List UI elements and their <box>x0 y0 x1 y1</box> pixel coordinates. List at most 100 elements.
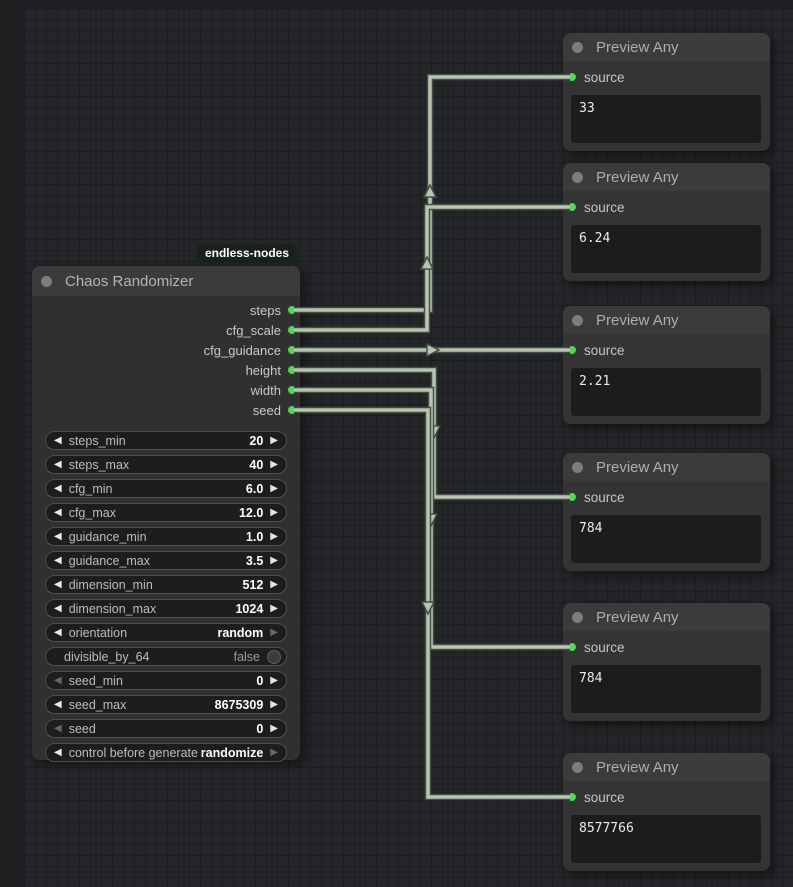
collapse-dot-icon[interactable] <box>572 461 583 473</box>
decrement-arrow-icon[interactable]: ◀ <box>54 434 62 446</box>
input-slot-source[interactable]: source <box>563 783 770 811</box>
output-port-icon[interactable] <box>287 365 297 375</box>
output-slot-cfg-guidance[interactable]: cfg_guidance <box>32 340 300 360</box>
increment-arrow-icon[interactable]: ▶ <box>270 578 278 590</box>
input-slot-source[interactable]: source <box>563 633 770 661</box>
preview-text-output[interactable]: 2.21 <box>571 368 761 416</box>
decrement-arrow-icon[interactable]: ◀ <box>54 602 62 614</box>
preview-any-node-5[interactable]: Preview Any source 784 <box>563 603 770 721</box>
next-option-arrow-icon[interactable]: ▶ <box>270 626 278 638</box>
node-header[interactable]: Preview Any <box>563 753 770 781</box>
collapse-dot-icon[interactable] <box>572 171 583 183</box>
decrement-arrow-icon[interactable]: ◀ <box>54 722 62 734</box>
output-slot-seed[interactable]: seed <box>32 400 300 420</box>
node-title: Preview Any <box>596 311 679 329</box>
output-port-icon[interactable] <box>287 325 297 335</box>
decrement-arrow-icon[interactable]: ◀ <box>54 458 62 470</box>
decrement-arrow-icon[interactable]: ◀ <box>54 506 62 518</box>
toggle-knob-icon[interactable] <box>267 649 281 664</box>
preview-any-node-3[interactable]: Preview Any source 2.21 <box>563 306 770 424</box>
node-header[interactable]: Preview Any <box>563 163 770 191</box>
output-slot-width[interactable]: width <box>32 380 300 400</box>
output-port-icon[interactable] <box>287 305 297 315</box>
increment-arrow-icon[interactable]: ▶ <box>270 482 278 494</box>
preview-text-output[interactable]: 8577766 <box>571 815 761 863</box>
output-slot-steps[interactable]: steps <box>32 300 300 320</box>
increment-arrow-icon[interactable]: ▶ <box>270 698 278 710</box>
collapse-dot-icon[interactable] <box>572 314 583 326</box>
preview-text-output[interactable]: 6.24 <box>571 225 761 273</box>
node-header[interactable]: Preview Any <box>563 603 770 631</box>
input-slot-source[interactable]: source <box>563 193 770 221</box>
preview-text-output[interactable]: 784 <box>571 665 761 713</box>
input-port-icon[interactable] <box>567 792 577 802</box>
increment-arrow-icon[interactable]: ▶ <box>270 458 278 470</box>
output-label: cfg_scale <box>226 322 281 338</box>
preview-any-node-6[interactable]: Preview Any source 8577766 <box>563 753 770 871</box>
output-label: steps <box>249 302 281 318</box>
output-label: cfg_guidance <box>203 342 281 358</box>
decrement-arrow-icon[interactable]: ◀ <box>54 674 62 686</box>
increment-arrow-icon[interactable]: ▶ <box>270 506 278 518</box>
increment-arrow-icon[interactable]: ▶ <box>270 674 278 686</box>
increment-arrow-icon[interactable]: ▶ <box>270 602 278 614</box>
preview-any-node-4[interactable]: Preview Any source 784 <box>563 453 770 571</box>
prev-option-arrow-icon[interactable]: ◀ <box>54 746 62 758</box>
widget-value: 20 <box>249 433 264 448</box>
node-header[interactable]: Preview Any <box>563 306 770 334</box>
prev-option-arrow-icon[interactable]: ◀ <box>54 626 62 638</box>
input-port-icon[interactable] <box>567 492 577 502</box>
output-port-icon[interactable] <box>287 385 297 395</box>
node-header[interactable]: Preview Any <box>563 33 770 61</box>
input-slot-source[interactable]: source <box>563 63 770 91</box>
output-port-icon[interactable] <box>287 345 297 355</box>
input-port-icon[interactable] <box>567 345 577 355</box>
node-header[interactable]: Chaos Randomizer <box>32 266 300 296</box>
input-port-icon[interactable] <box>567 72 577 82</box>
next-option-arrow-icon[interactable]: ▶ <box>270 746 278 758</box>
node-title: Preview Any <box>596 758 679 776</box>
input-port-icon[interactable] <box>567 202 577 212</box>
increment-arrow-icon[interactable]: ▶ <box>270 722 278 734</box>
preview-text-output[interactable]: 33 <box>571 95 761 143</box>
output-slot-cfg-scale[interactable]: cfg_scale <box>32 320 300 340</box>
input-slot-source[interactable]: source <box>563 336 770 364</box>
collapse-dot-icon[interactable] <box>572 611 583 623</box>
output-port-icon[interactable] <box>287 405 297 415</box>
collapse-dot-icon[interactable] <box>572 761 583 773</box>
preview-any-node-1[interactable]: Preview Any source 33 <box>563 33 770 151</box>
input-slot-source[interactable]: source <box>563 483 770 511</box>
collapse-dot-icon[interactable] <box>41 275 52 287</box>
node-header[interactable]: Preview Any <box>563 453 770 481</box>
preview-any-node-2[interactable]: Preview Any source 6.24 <box>563 163 770 281</box>
increment-arrow-icon[interactable]: ▶ <box>270 530 278 542</box>
decrement-arrow-icon[interactable]: ◀ <box>54 554 62 566</box>
output-slot-height[interactable]: height <box>32 360 300 380</box>
node-badge: endless-nodes <box>196 244 297 263</box>
decrement-arrow-icon[interactable]: ◀ <box>54 578 62 590</box>
chaos-randomizer-node[interactable]: endless-nodes Chaos Randomizer steps cfg… <box>32 244 300 762</box>
increment-arrow-icon[interactable]: ▶ <box>270 434 278 446</box>
decrement-arrow-icon[interactable]: ◀ <box>54 698 62 710</box>
collapse-dot-icon[interactable] <box>572 41 583 53</box>
decrement-arrow-icon[interactable]: ◀ <box>54 482 62 494</box>
preview-text-output[interactable]: 784 <box>571 515 761 563</box>
input-port-icon[interactable] <box>567 642 577 652</box>
decrement-arrow-icon[interactable]: ◀ <box>54 530 62 542</box>
increment-arrow-icon[interactable]: ▶ <box>270 554 278 566</box>
